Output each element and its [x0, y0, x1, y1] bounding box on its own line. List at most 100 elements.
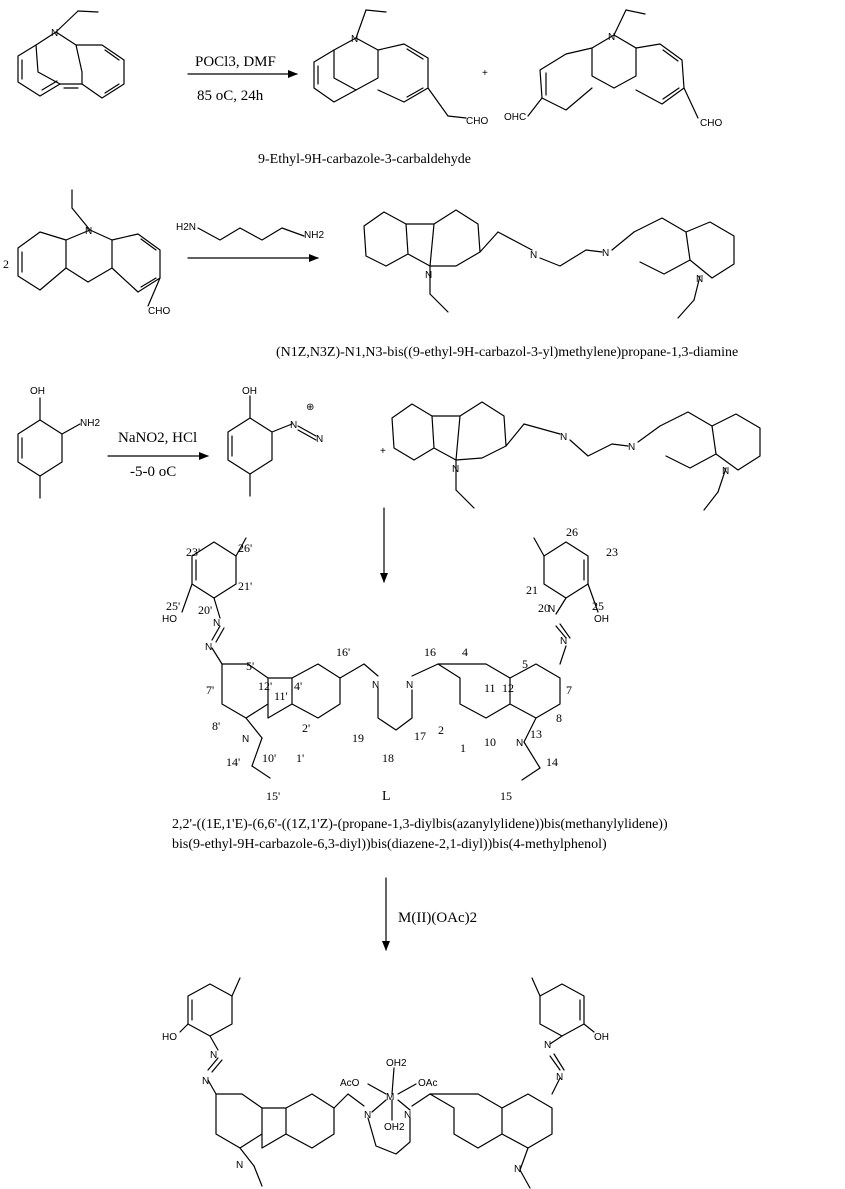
azo-n: N: [202, 1076, 209, 1087]
atom-number: 16: [424, 645, 436, 659]
oh-group: OH: [30, 386, 45, 397]
step3-arrow: NaNO2, HCl -5-0 oC: [107, 430, 209, 480]
atom-n: N: [425, 270, 432, 281]
imine-n: N: [372, 680, 379, 691]
atom-number: 14: [546, 755, 558, 769]
aqua-ligand: OH2: [384, 1122, 405, 1133]
cho-group: CHO: [148, 306, 170, 317]
atom-number: 8: [556, 711, 562, 725]
nh2-group: NH2: [80, 418, 100, 429]
carbazole-n: N: [516, 738, 523, 749]
atom-n: N: [722, 466, 729, 477]
positive-charge: ⊕: [306, 402, 314, 413]
atom-number: 16': [336, 645, 350, 659]
ho-group: HO: [162, 1032, 177, 1043]
ligand-name-line1: 2,2'-((1E,1'E)-(6,6'-((1Z,1'Z)-(propane-…: [172, 817, 668, 832]
atom-number: 10': [262, 751, 276, 765]
dialdehyde-product: OHC N CHO: [504, 9, 722, 129]
atom-number: 4': [294, 679, 302, 693]
atom-number: 4: [462, 645, 468, 659]
ligand-name-line2: bis(9-ethyl-9H-carbazole-6,3-diyl))bis(d…: [172, 837, 607, 852]
atom-number: 21: [526, 583, 538, 597]
atom-n: N: [351, 34, 358, 45]
azo-n: N: [205, 642, 212, 653]
imine-n: N: [406, 680, 413, 691]
atom-number: 15': [266, 789, 280, 803]
oh-group: OH: [594, 614, 609, 625]
atom-number: 23': [186, 545, 200, 559]
atom-number: 19: [352, 731, 364, 745]
ho-group: HO: [162, 614, 177, 625]
atom-number: 2: [438, 723, 444, 737]
atom-number: 1': [296, 751, 304, 765]
carbazole-n: N: [242, 734, 249, 745]
atom-number: 12: [502, 681, 514, 695]
atom-n: N: [696, 274, 703, 285]
ohc-group: OHC: [504, 112, 526, 123]
stoichiometric-coefficient: 2: [3, 257, 9, 271]
imine-n: N: [602, 248, 609, 259]
h2n-group: H2N: [176, 222, 196, 233]
mono-aldehyde-product: N CHO: [313, 9, 488, 127]
atom-number: 11': [274, 689, 288, 703]
atom-number: 10: [484, 735, 496, 749]
atom-n: N: [316, 434, 323, 445]
azo-n: N: [560, 636, 567, 647]
plus-sign: +: [482, 68, 488, 79]
carbazole-reactant: N: [17, 10, 125, 99]
oh-group: OH: [242, 386, 257, 397]
atom-number: 17: [414, 729, 426, 743]
step2-product-name: (N1Z,N3Z)-N1,N3-bis((9-ethyl-9H-carbazol…: [276, 345, 738, 360]
atom-number: 2': [302, 721, 310, 735]
carbazole-n: N: [514, 1164, 521, 1175]
imine-n: N: [404, 1110, 411, 1121]
atom-number: 21': [238, 579, 252, 593]
acetate-ligand: AcO: [340, 1078, 360, 1089]
cho-group: CHO: [466, 116, 488, 127]
atom-number: 7': [206, 683, 214, 697]
atom-number: 25': [166, 599, 180, 613]
imine-n: N: [364, 1110, 371, 1121]
cho-group: CHO: [700, 118, 722, 129]
metal-complex: HO N N N N N OH2 AcO M OAc OH2 N N N OH: [162, 977, 609, 1189]
atom-number: 14': [226, 755, 240, 769]
plus-sign: +: [380, 446, 386, 457]
atom-number: 5: [522, 657, 528, 671]
carbazole-n: N: [236, 1160, 243, 1171]
atom-number: 13: [530, 727, 542, 741]
aqua-ligand: OH2: [386, 1058, 407, 1069]
step3-condition: -5-0 oC: [130, 464, 176, 480]
azo-n: N: [556, 1072, 563, 1083]
imine-n: N: [560, 432, 567, 443]
bis-imine-reactant: N N N N: [391, 401, 761, 511]
aldehyde-reactant: N CHO: [17, 189, 170, 317]
azo-n: N: [213, 618, 220, 629]
atom-number: 8': [212, 719, 220, 733]
atom-n: N: [290, 420, 297, 431]
atom-number: 25: [592, 599, 604, 613]
step2-arrow: H2N NH2: [176, 222, 324, 262]
atom-n: N: [51, 28, 58, 39]
atom-number: 12': [258, 679, 272, 693]
ligand-structure: HO N N N N N N N N OH 26' 23' 21' 25' 20…: [162, 525, 618, 803]
atom-number: 7: [566, 683, 572, 697]
step1-reagent: POCl3, DMF: [195, 54, 276, 70]
azo-n: N: [544, 1040, 551, 1051]
acetate-ligand: OAc: [418, 1078, 437, 1089]
azo-n: N: [548, 604, 555, 615]
step1-product-name: 9-Ethyl-9H-carbazole-3-carbaldehyde: [258, 152, 471, 167]
atom-number: 26: [566, 525, 578, 539]
imine-n: N: [530, 250, 537, 261]
oh-group: OH: [594, 1032, 609, 1043]
imine-n: N: [628, 442, 635, 453]
metal-center: M: [386, 1092, 394, 1103]
atom-number: 5': [246, 659, 254, 673]
nh2-group: NH2: [304, 230, 324, 241]
ligand-label: L: [382, 789, 391, 804]
atom-n: N: [452, 464, 459, 475]
atom-number: 11: [484, 681, 496, 695]
aminophenol-reactant: OH NH2: [17, 386, 100, 499]
atom-n: N: [608, 32, 615, 43]
step1-condition: 85 oC, 24h: [197, 88, 264, 104]
